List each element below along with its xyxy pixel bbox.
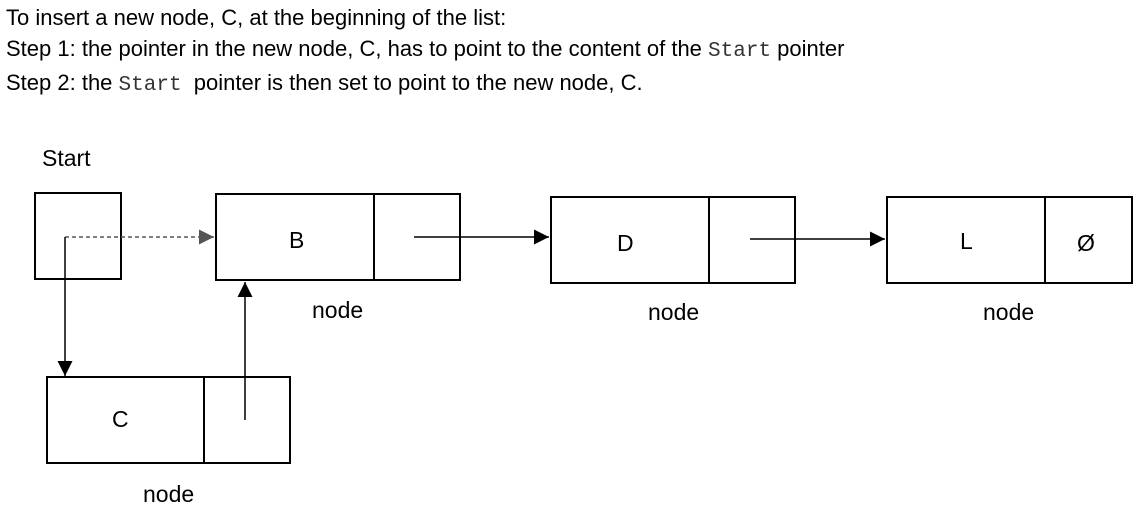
step-2-start-code: Start (118, 74, 182, 97)
step-1-suffix: pointer (771, 36, 845, 61)
node-l-caption: node (983, 299, 1034, 325)
node-l-data: L (960, 228, 973, 254)
node-d-data: D (617, 230, 634, 256)
step-1-prefix: Step 1: the pointer in the new node, C, … (6, 36, 709, 61)
node-d-box (550, 196, 796, 284)
node-b-caption: node (312, 297, 363, 323)
step-1-text: Step 1: the pointer in the new node, C, … (6, 33, 844, 67)
step-2-text: Step 2: the Start pointer is then set to… (6, 67, 844, 101)
step-1-start-code: Start (708, 40, 772, 63)
node-c-data: C (112, 406, 129, 432)
start-pointer-box (34, 192, 122, 280)
step-2-suffix: pointer is then set to point to the new … (181, 70, 643, 95)
node-b: B node (215, 193, 461, 323)
node-l-box (886, 196, 1133, 284)
intro-text: To insert a new node, C, at the beginnin… (6, 5, 507, 30)
node-c-box (46, 376, 291, 464)
node-c-caption: node (143, 481, 194, 507)
node-b-data: B (289, 227, 304, 253)
node-l: L Ø node (886, 196, 1133, 325)
node-d: D node (550, 196, 796, 325)
node-c: C node (46, 376, 291, 507)
instructions: To insert a new node, C, at the beginnin… (6, 2, 844, 101)
start-label: Start (42, 145, 91, 171)
null-pointer-icon: Ø (1077, 230, 1095, 256)
node-d-caption: node (648, 299, 699, 325)
step-2-prefix: Step 2: the (6, 70, 119, 95)
